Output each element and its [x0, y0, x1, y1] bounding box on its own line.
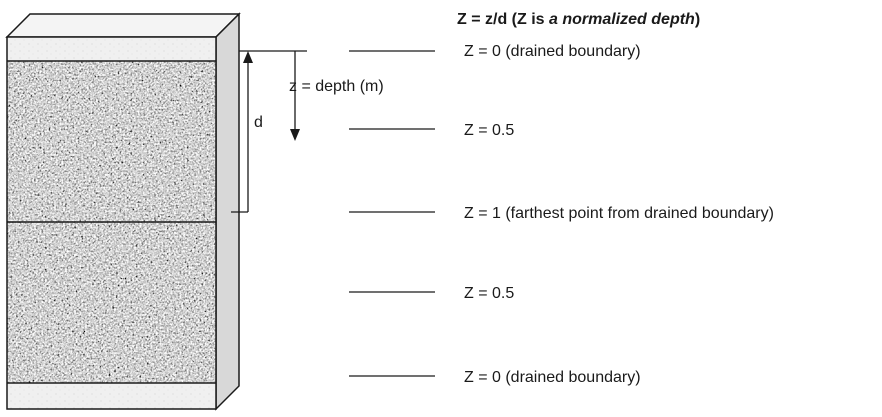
level-label: Z = 0 (drained boundary)	[464, 369, 641, 386]
level-markers: Z = 0 (drained boundary) Z = 0.5 Z = 1 (…	[349, 43, 774, 386]
level-label: Z = 0.5	[464, 122, 514, 139]
column-front-outline	[6, 36, 217, 410]
d-label: d	[254, 114, 263, 131]
soil-layer-upper	[7, 61, 216, 222]
dimension-annotations	[231, 50, 307, 213]
d-arrow-head-up	[243, 51, 253, 63]
top-drainage-layer	[7, 37, 216, 61]
depth-label: z = depth (m)	[289, 78, 384, 95]
level-label: Z = 1 (farthest point from drained bound…	[464, 205, 774, 222]
level-label: Z = 0.5	[464, 285, 514, 302]
heading-prefix: Z = z/d (Z is	[457, 11, 549, 28]
column-top-face	[5, 13, 241, 38]
heading-emphasis: a normalized depth	[549, 11, 695, 28]
heading-suffix: )	[695, 11, 700, 28]
level-label: Z = 0 (drained boundary)	[464, 43, 641, 60]
normalized-depth-heading: Z = z/d (Z is a normalized depth)	[457, 11, 700, 28]
soil-layer-lower	[7, 222, 216, 383]
bottom-drainage-layer	[7, 383, 216, 409]
z-arrow-head-down	[290, 129, 300, 141]
soil-column	[5, 12, 241, 411]
